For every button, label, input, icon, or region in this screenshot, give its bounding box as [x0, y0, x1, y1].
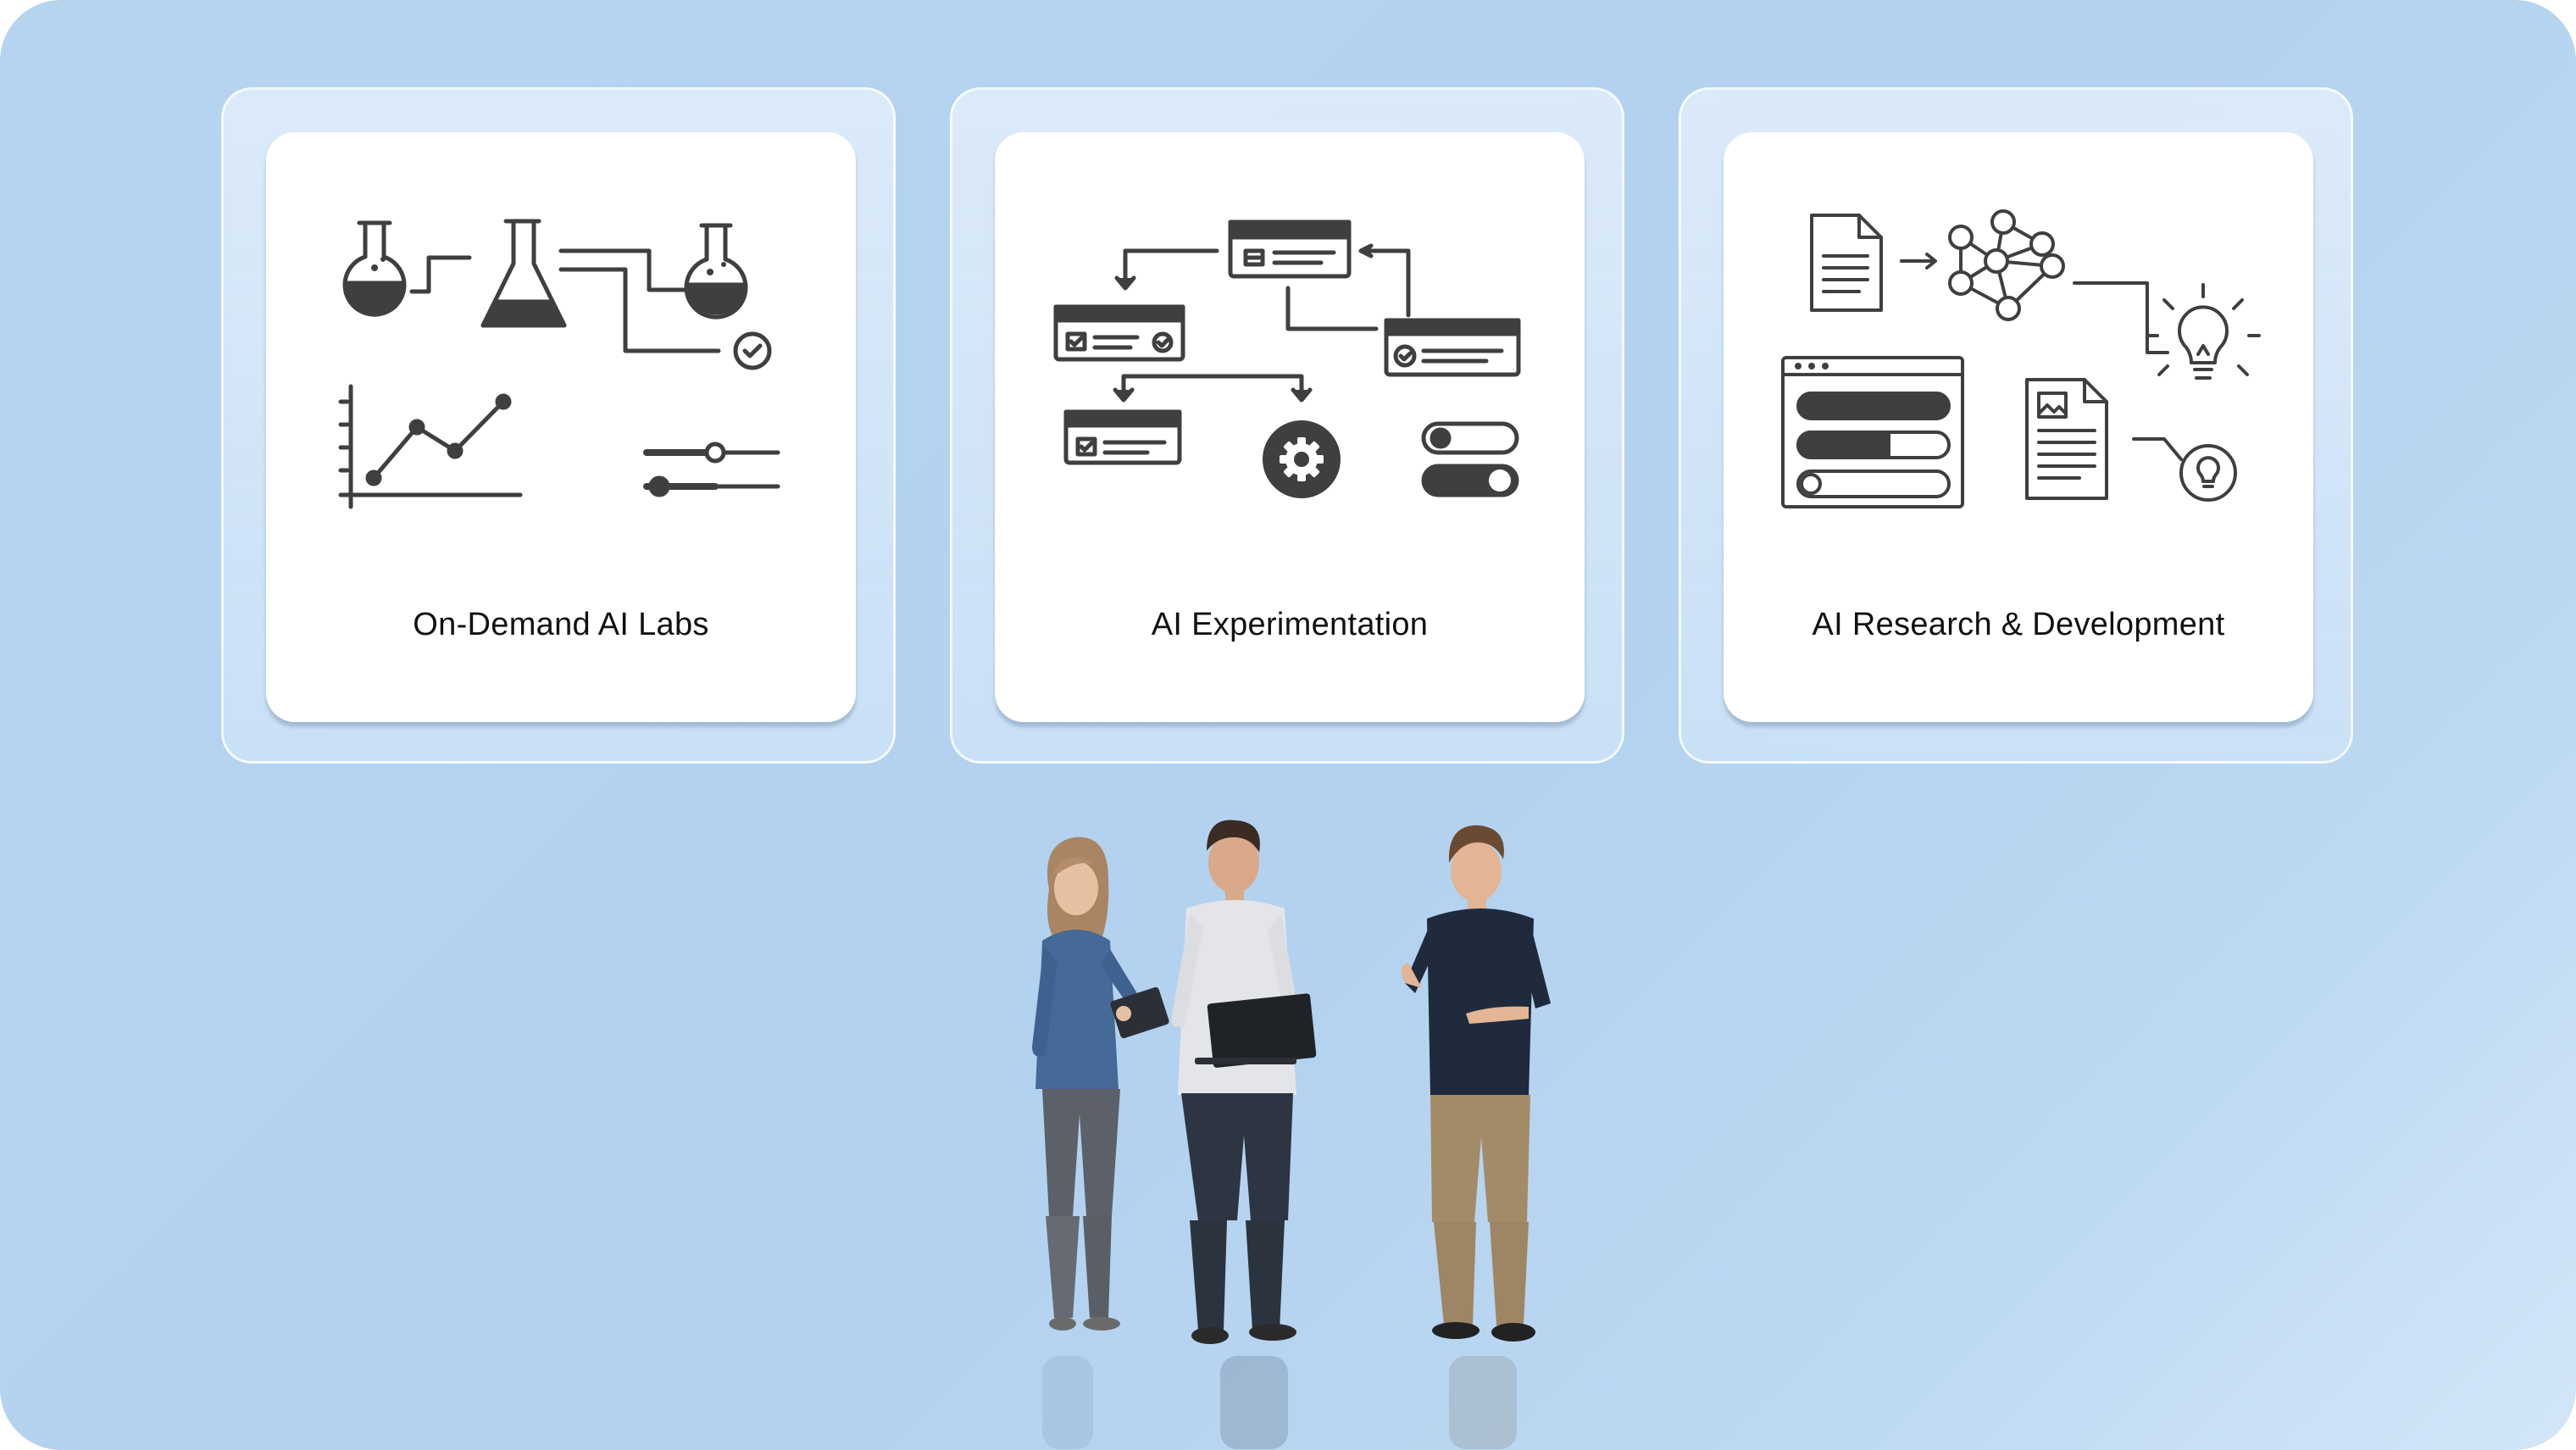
document-network-lightbulb-icon: [1781, 209, 2261, 508]
person-woman: [1032, 836, 1169, 1331]
card-on-demand-ai-labs[interactable]: On-Demand AI Labs: [266, 132, 856, 722]
three-people-illustration: [1032, 819, 1551, 1449]
card-ai-experimentation[interactable]: AI Experimentation: [995, 132, 1585, 722]
person-middle-man: [1171, 819, 1317, 1344]
card-ai-research-development[interactable]: AI Research & Development: [1724, 132, 2313, 722]
lab-flasks-chart-sliders-icon: [338, 219, 780, 509]
card-frame-research: AI Research & Development: [1679, 87, 2353, 764]
card-label: AI Research & Development: [1812, 607, 2225, 642]
card-frame-labs: On-Demand AI Labs: [221, 87, 896, 764]
card-frame-experimentation: AI Experimentation: [950, 87, 1624, 764]
card-label: AI Experimentation: [1151, 607, 1429, 642]
person-right-man: [1401, 825, 1551, 1342]
card-label: On-Demand AI Labs: [413, 607, 709, 642]
workflow-windows-gear-toggles-icon: [1053, 219, 1521, 498]
